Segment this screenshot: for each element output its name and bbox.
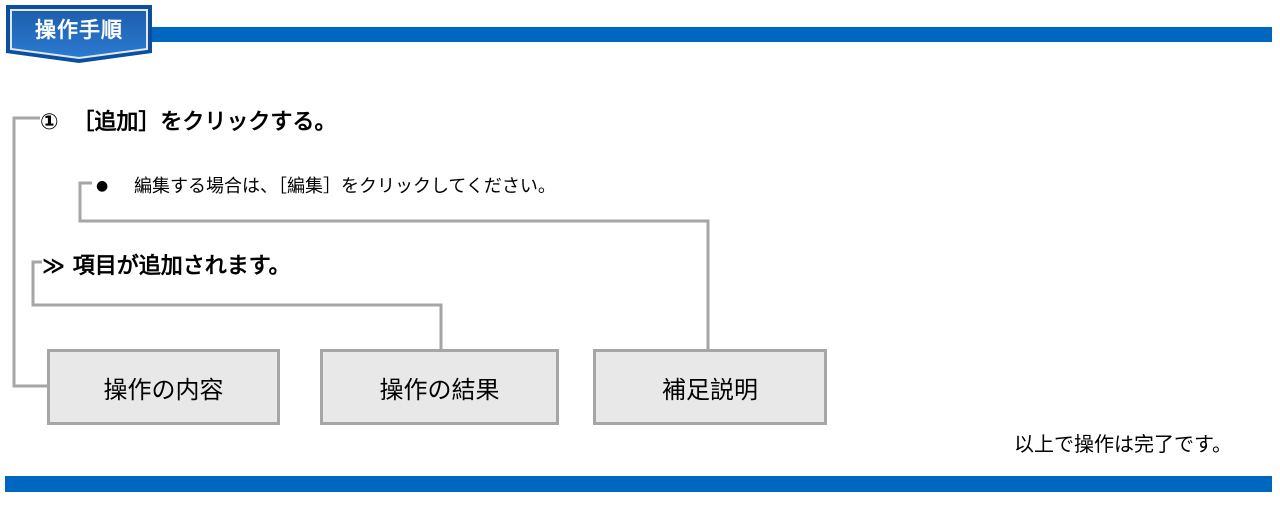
section-title: 操作手順 — [35, 18, 123, 42]
note-connector — [78, 181, 710, 349]
legend-supplement: 補足説明 — [593, 349, 827, 425]
note-text: 編集する場合は、［編集］をクリックしてください。 — [133, 176, 556, 197]
result-marker-icon: ≫ — [42, 254, 66, 279]
result-text: 項目が追加されます。 — [72, 254, 291, 279]
result-line: ≫ 項目が追加されます。 — [42, 248, 291, 280]
section-badge — [6, 5, 152, 63]
legend-operation-content: 操作の内容 — [47, 349, 280, 425]
header-bar — [150, 27, 1272, 42]
completion-text: 以上で操作は完了です。 — [1014, 432, 1232, 456]
note-item: ● 編集する場合は、［編集］をクリックしてください。 — [96, 172, 556, 198]
bullet-icon: ● — [96, 178, 109, 194]
step-1: ① ［追加］をクリックする。 — [40, 104, 336, 136]
step-number: ① — [40, 110, 59, 135]
step-connector — [12, 116, 47, 388]
step-text: ［追加］をクリックする。 — [72, 110, 337, 135]
result-connector — [31, 260, 443, 349]
legend-operation-result: 操作の結果 — [320, 349, 559, 425]
footer-bar — [5, 476, 1272, 492]
